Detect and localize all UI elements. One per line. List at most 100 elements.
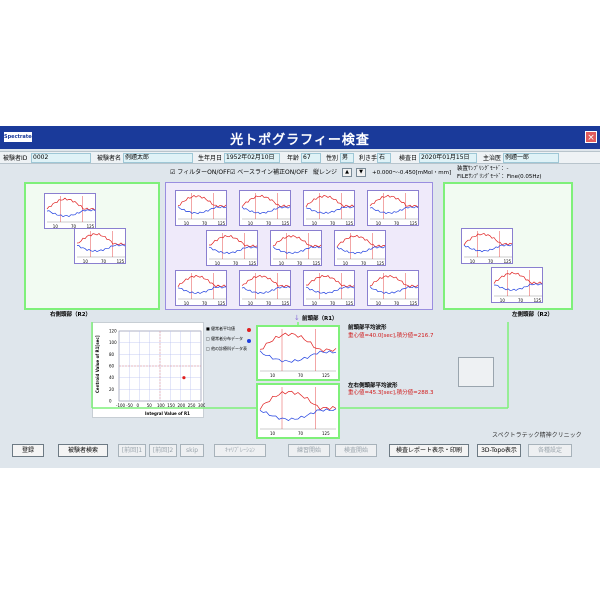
date-label: 検査日	[399, 155, 418, 162]
thumbnail-frame	[458, 357, 494, 387]
plot-tick-label: 125	[410, 221, 418, 226]
oxy-hb-line	[46, 197, 96, 211]
register-button[interactable]: 登録	[12, 444, 44, 457]
oxy-hb-line	[209, 234, 258, 248]
topo-3d-button[interactable]: 3D-Topo表示	[477, 444, 521, 457]
subject-point	[182, 376, 186, 380]
subject-name-label: 被験者名	[97, 155, 122, 162]
subject-id-field[interactable]: 0002	[31, 153, 91, 163]
plot-tick-label: 125	[377, 261, 385, 266]
x-tick-label: -50	[126, 403, 133, 408]
filter-label: フィルターON/OFF	[177, 169, 231, 176]
oxy-hb-line	[493, 271, 543, 285]
company-logo: Spectratech Inc.	[4, 132, 32, 142]
age-field[interactable]: 67	[301, 153, 321, 163]
oxy-hb-line	[369, 194, 419, 208]
sampling-device: 装置ｻﾝﾌﾟﾘﾝｸﾞﾓｰﾄﾞ：-	[457, 166, 509, 172]
plot-tick-label: 10	[470, 259, 476, 264]
hand-field[interactable]: 右	[377, 153, 391, 163]
arrow-down-icon: ↓	[294, 314, 300, 322]
frontal-label: 前頭部（R1）	[302, 316, 338, 322]
skip-button[interactable]: skip	[180, 444, 204, 457]
birth-label: 生年月日	[198, 155, 223, 162]
range-up-button[interactable]: ▲	[342, 168, 352, 177]
deoxy-hb-line	[241, 206, 291, 215]
oxy-hb-line	[272, 235, 322, 248]
plot-tick-label: 70	[518, 298, 524, 303]
filter-checkbox[interactable]: ☑ フィルターON/OFF	[170, 169, 231, 176]
previous-2-button[interactable]: [前回]2	[149, 444, 177, 457]
doctor-field[interactable]: 例題一郎	[503, 153, 559, 163]
frontal-avg-title: 前頭部平均波形	[348, 325, 387, 331]
date-field[interactable]: 2020年01月15日	[419, 153, 477, 163]
main-window: Spectratech Inc. 光トポグラフィー検査 × 被験者ID 0002…	[0, 126, 600, 468]
range-down-button[interactable]: ▼	[356, 168, 366, 177]
subject-info-row: 被験者ID 0002 被験者名 例題太郎 生年月日 1952年02月10日 年齢…	[0, 151, 600, 164]
legend-item-healthy-dist[interactable]: □ 健常者分布データ	[206, 336, 244, 341]
subject-search-button[interactable]: 被験者検索	[58, 444, 108, 457]
plot-tick-label: 10	[312, 301, 318, 306]
plot-tick-label: 125	[504, 259, 512, 264]
sex-field[interactable]: 男	[340, 153, 354, 163]
deoxy-hb-line	[463, 244, 513, 253]
y-tick-label: 20	[109, 387, 115, 392]
plot-tick-label: 125	[282, 301, 290, 306]
birth-field[interactable]: 1952年02月10日	[224, 153, 280, 163]
legend-item-healthy-mean[interactable]: ■ 健常者平均値	[206, 326, 236, 331]
start-practice-button[interactable]: 練習開始	[288, 444, 330, 457]
right-temporal-label: 右側頭部（R2）	[50, 312, 92, 318]
oxy-hb-line	[336, 234, 386, 248]
red-dot-icon	[247, 328, 251, 332]
plot-tick-label: 125	[87, 224, 95, 229]
plot-tick-label: 10	[215, 261, 221, 266]
y-tick-label: 120	[109, 329, 117, 334]
oxy-hb-line	[177, 195, 227, 208]
plot-tick-label: 70	[266, 221, 272, 226]
plot-tick-label: 70	[233, 261, 239, 266]
y-tick-label: 40	[109, 375, 115, 380]
plot-tick-label: 70	[101, 259, 107, 264]
deoxy-hb-line	[241, 286, 291, 295]
plot-tick-label: 70	[330, 301, 336, 306]
plot-tick-label: 10	[248, 221, 254, 226]
start-exam-button[interactable]: 検査開始	[335, 444, 377, 457]
baseline-checkbox[interactable]: ☑ ベースライン補正ON/OFF	[230, 169, 308, 176]
legend-item-other-dept[interactable]: □ 他の診療科データ表	[206, 346, 248, 351]
plot-tick-label: 10	[376, 301, 382, 306]
plot-tick-label: 10	[343, 261, 349, 266]
x-tick-label: 250	[188, 403, 196, 408]
close-icon[interactable]: ×	[585, 131, 597, 143]
y-tick-label: 100	[109, 340, 117, 345]
settings-button[interactable]: 各種設定	[528, 444, 572, 457]
plot-tick-label: 10	[184, 221, 190, 226]
calibration-button[interactable]: ｷｬﾘﾌﾞﾚｰｼｮﾝ	[214, 444, 266, 457]
deoxy-hb-line	[208, 246, 258, 255]
report-button[interactable]: 検査レポート表示・印刷	[389, 444, 469, 457]
previous-1-button[interactable]: [前回]1	[118, 444, 146, 457]
plot-tick-label: 10	[248, 301, 254, 306]
plot-tick-label: 70	[71, 224, 77, 229]
subject-name-field[interactable]: 例題太郎	[123, 153, 193, 163]
